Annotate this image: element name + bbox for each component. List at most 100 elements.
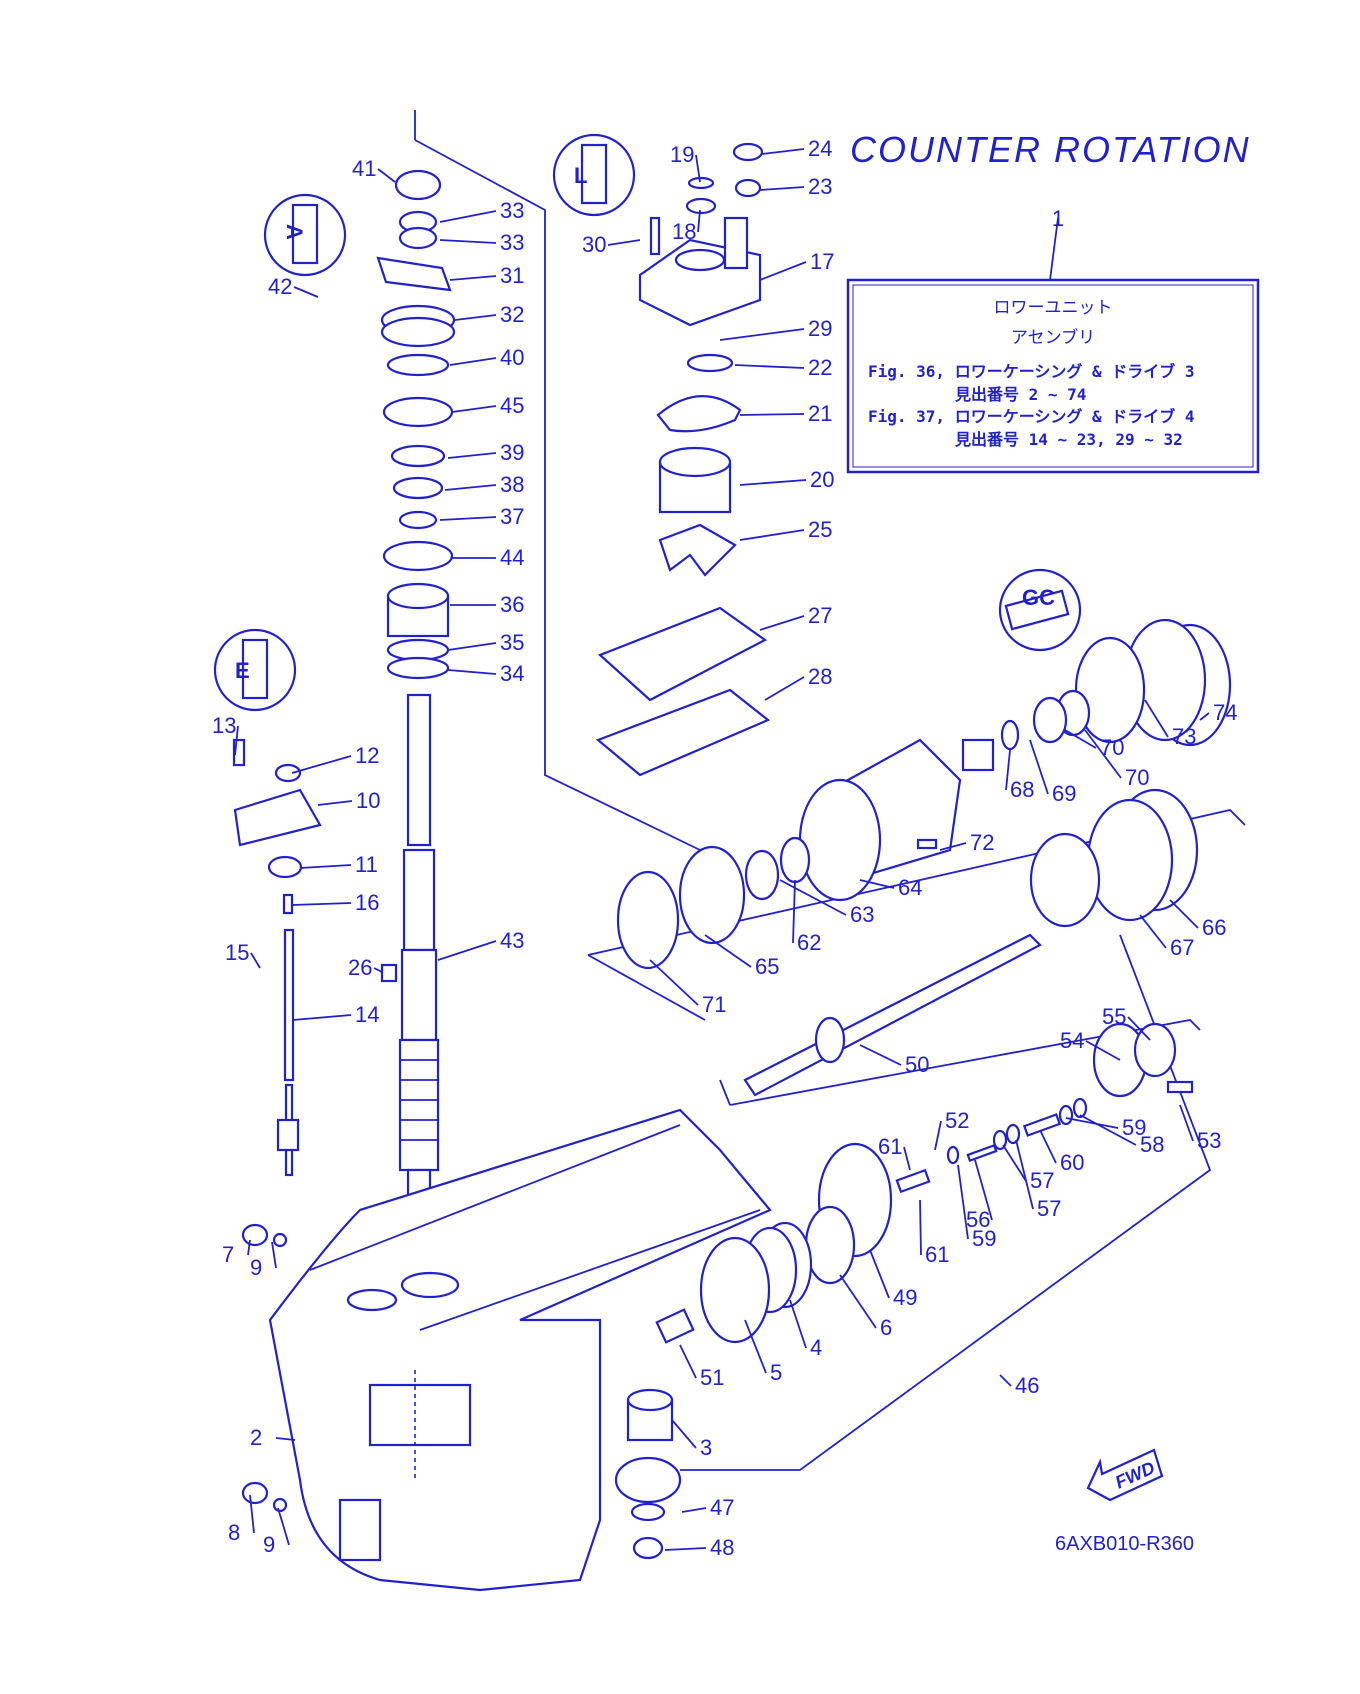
diagram-code: 6AXB010-R360 xyxy=(1055,1533,1194,1555)
callout-leader xyxy=(1064,729,1097,749)
callout-48: 48 xyxy=(710,1535,734,1560)
callout-leader xyxy=(1179,1104,1194,1142)
drive-shaft xyxy=(398,693,440,1222)
callout-leader xyxy=(739,413,805,416)
callout-13: 13 xyxy=(212,713,236,738)
callout-leader xyxy=(1084,729,1122,779)
callout-leader xyxy=(649,959,699,1006)
callout-leader xyxy=(759,261,807,281)
callout-34: 34 xyxy=(500,661,524,686)
callout-leader xyxy=(919,1199,922,1256)
callout-leader xyxy=(447,669,497,675)
callout-leader xyxy=(789,1299,807,1349)
svg-text:A: A xyxy=(282,224,307,240)
callout-leader xyxy=(317,800,353,806)
callout-71: 71 xyxy=(702,992,726,1017)
callout-4: 4 xyxy=(810,1335,822,1360)
callout-leader xyxy=(664,1547,707,1551)
callout-28: 28 xyxy=(808,664,832,689)
legend-fig36: Fig. 36, ロワーケーシング & ドライブ 3 xyxy=(868,362,1195,381)
callout-52: 52 xyxy=(945,1108,969,1133)
callout-61: 61 xyxy=(878,1134,902,1159)
callout-45: 45 xyxy=(500,393,524,418)
callout-43: 43 xyxy=(500,928,524,953)
callout-leader xyxy=(1039,1129,1057,1164)
water-pump-parts xyxy=(595,142,771,777)
callout-65: 65 xyxy=(755,954,779,979)
callout-leader xyxy=(1002,1144,1027,1182)
callout-37: 37 xyxy=(500,504,524,529)
callout-leader xyxy=(277,1507,290,1546)
callout-59: 59 xyxy=(972,1226,996,1251)
callout-leader xyxy=(759,615,805,631)
callout-leader xyxy=(681,1507,707,1513)
callout-leader xyxy=(449,357,497,366)
callout-33: 33 xyxy=(500,230,524,255)
callout-leader xyxy=(447,452,497,459)
callout-leader xyxy=(704,934,752,968)
grease-e-icon: E xyxy=(213,628,297,712)
callout-3: 3 xyxy=(700,1435,712,1460)
callout-56: 56 xyxy=(966,1207,990,1232)
pump-group-outline xyxy=(414,139,701,851)
legend-fig37-range: 見出番号 14 ~ 23, 29 ~ 32 xyxy=(954,430,1183,449)
callout-40: 40 xyxy=(500,345,524,370)
callout-59: 59 xyxy=(1122,1115,1146,1140)
callout-62: 62 xyxy=(797,930,821,955)
callout-44: 44 xyxy=(500,545,524,570)
callout-leader xyxy=(437,940,497,961)
prop-shaft-housing xyxy=(616,618,1232,970)
callout-57: 57 xyxy=(1030,1168,1054,1193)
callout-leader xyxy=(671,1419,697,1449)
callout-leader xyxy=(679,1344,697,1379)
svg-text:E: E xyxy=(235,658,250,683)
callout-23: 23 xyxy=(808,174,832,199)
callout-9: 9 xyxy=(263,1532,275,1557)
callout-9: 9 xyxy=(250,1255,262,1280)
callout-18: 18 xyxy=(672,219,696,244)
callout-leader xyxy=(739,529,805,541)
callout-15: 15 xyxy=(225,940,249,965)
callout-leader xyxy=(439,516,497,521)
callout-leader xyxy=(1065,1117,1119,1129)
callout-leader xyxy=(377,168,396,183)
callout-31: 31 xyxy=(500,263,524,288)
callout-22: 22 xyxy=(808,355,832,380)
callout-leader xyxy=(444,484,497,491)
callout-leader xyxy=(1199,712,1210,721)
legend-line-1: ロワーユニット xyxy=(994,298,1113,318)
svg-text:L: L xyxy=(574,163,587,188)
callout-64: 64 xyxy=(898,875,922,900)
callout-leader xyxy=(1127,1016,1151,1041)
callout-leader xyxy=(1029,739,1049,795)
callout-leader xyxy=(234,725,239,756)
callout-leader xyxy=(695,154,701,183)
lower-casing xyxy=(268,1108,772,1592)
grease-a-icon: A xyxy=(263,193,347,277)
callout-11: 11 xyxy=(355,852,378,877)
callout-41: 41 xyxy=(352,156,376,181)
upper-bearing-stack xyxy=(376,169,456,680)
callout-leader xyxy=(607,239,641,246)
legend-fig36-range: 見出番号 2 ~ 74 xyxy=(954,385,1086,404)
callout-leader xyxy=(934,1120,942,1151)
callout-leader xyxy=(719,328,805,341)
legend-box: 1 ロワーユニット アセンブリ Fig. 36, ロワーケーシング & ドライブ… xyxy=(846,206,1260,474)
lower-gear-parts xyxy=(241,1097,1088,1560)
callout-leader xyxy=(1144,699,1169,738)
callout-24: 24 xyxy=(808,136,832,161)
callout-68: 68 xyxy=(1010,777,1034,802)
callout-leader xyxy=(275,1437,296,1441)
callout-29: 29 xyxy=(808,316,832,341)
callout-39: 39 xyxy=(500,440,524,465)
fwd-arrow-icon: FWD xyxy=(1086,1448,1164,1502)
callout-leader xyxy=(439,239,497,244)
callout-12: 12 xyxy=(355,743,379,768)
callout-73: 73 xyxy=(1172,724,1196,749)
callout-leader xyxy=(859,1044,902,1066)
callout-42: 42 xyxy=(268,274,292,299)
callout-8: 8 xyxy=(228,1520,240,1545)
callout-35: 35 xyxy=(500,630,524,655)
